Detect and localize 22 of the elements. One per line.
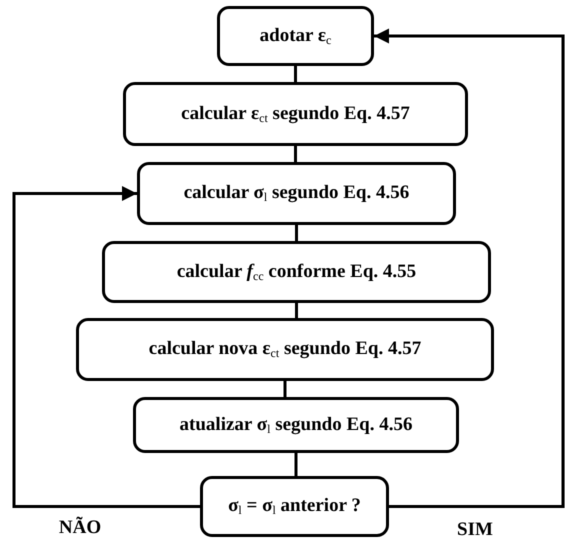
process-box bbox=[200, 476, 389, 537]
step-text: adotar ε$_{c}$ bbox=[260, 24, 332, 49]
step-text: calcular f$_{cc}$ conforme Eq. 4.55 bbox=[176, 260, 416, 285]
step-text: calcular σ$_{l}$ segundo Eq. 4.56 bbox=[184, 181, 410, 206]
arrow bbox=[12, 186, 200, 508]
process-box bbox=[76, 318, 494, 381]
process-box bbox=[217, 6, 374, 66]
connector-line bbox=[294, 66, 297, 82]
connector-line bbox=[294, 453, 298, 476]
arrow bbox=[374, 28, 564, 508]
step-text: calcular nova ε$_{ct}$ segundo Eq. 4.57 bbox=[148, 337, 422, 362]
connector-line bbox=[295, 225, 298, 241]
process-box bbox=[123, 82, 468, 146]
connector-line bbox=[295, 303, 298, 318]
connector-line bbox=[294, 146, 297, 162]
step-text: calcular ε$_{ct}$ segundo Eq. 4.57 bbox=[181, 102, 410, 127]
process-box bbox=[133, 397, 459, 453]
process-box bbox=[102, 241, 491, 303]
process-box bbox=[137, 162, 456, 225]
step-text: σ$_{l}$ = σ$_{l}$ anterior ? bbox=[228, 494, 361, 520]
connector-line bbox=[284, 381, 286, 397]
step-text: atualizar σ$_{l}$ segundo Eq. 4.56 bbox=[180, 412, 412, 438]
